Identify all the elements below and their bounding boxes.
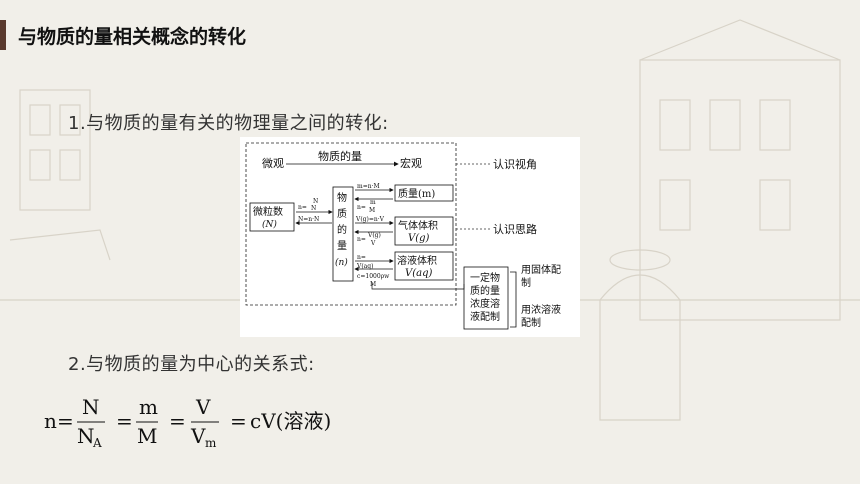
mass-frac-den: M [369, 207, 375, 214]
formula-eq-1: = [57, 409, 74, 433]
arrow-to-prep [371, 282, 465, 290]
method-1a: 用固体配 [521, 264, 561, 276]
prep-line-4: 液配制 [470, 310, 500, 323]
title-accent-bar [0, 20, 6, 50]
mass-frac-pre: n= [357, 204, 366, 211]
formula-eq-4: = [230, 409, 247, 433]
sol-frac-pre: n= [357, 254, 366, 261]
method-2a: 用浓溶液 [521, 303, 561, 316]
conversion-diagram: 微观 物质的量 宏观 认识视角 微粒数 (N) n= N N N=n·N 物 质… [240, 137, 580, 337]
gas-eq: V(g)=n·V [355, 216, 385, 223]
eq-N-nNA: N=n·N [298, 216, 319, 223]
eq-NA-den: N [311, 205, 316, 212]
title-bar: 与物质的量相关概念的转化 [0, 20, 246, 50]
formula-Vm: V [190, 424, 206, 448]
mass-frac-num: m [370, 199, 376, 206]
relation-formula: n = N N A = m M = V V m = cV(溶液) [44, 395, 331, 450]
gas-frac-num: V(g) [367, 232, 381, 239]
solution-box [394, 251, 454, 281]
page-title: 与物质的量相关概念的转化 [18, 25, 247, 48]
eq-n-N: n= [298, 204, 307, 211]
label-macro: 宏观 [400, 156, 422, 170]
gas-label-2: V(g) [408, 233, 430, 244]
gas-frac-pre: n= [357, 236, 366, 243]
note-view: 认识视角 [493, 157, 537, 171]
method-2b: 配制 [521, 316, 541, 329]
dashed-frame [245, 142, 457, 306]
section-2-label: 2.与物质的量为中心的关系式: [68, 354, 315, 375]
sol-eq2-den: M [370, 281, 376, 288]
formula-m: m [139, 395, 158, 419]
formula-eq-3: = [169, 409, 186, 433]
gas-frac-den: V [370, 240, 376, 247]
mass-label: 质量(m) [398, 188, 435, 200]
solution-label-2: V(aq) [405, 268, 432, 279]
prep-box [463, 266, 509, 330]
label-amount: 物质的量 [318, 149, 362, 163]
formula-NA-sub: A [92, 436, 102, 450]
formula-M: M [137, 424, 157, 448]
gas-label-1: 气体体积 [398, 219, 438, 232]
solution-label-1: 溶液体积 [397, 254, 437, 267]
formula-Vm-sub: m [205, 436, 217, 450]
formula-cV: cV(溶液) [250, 409, 331, 433]
center-3: 的 [337, 223, 347, 236]
formula-V: V [195, 395, 211, 419]
formula-eq-2: = [116, 409, 133, 433]
note-path: 认识思路 [493, 223, 537, 236]
sol-eq2: c=1000ρw [357, 273, 390, 280]
formula-n: n [44, 409, 57, 433]
particle-label: 微粒数 [253, 205, 283, 218]
center-4: 量 [337, 240, 347, 252]
sol-frac-den: V(aq) [356, 263, 373, 270]
center-2: 质 [337, 208, 347, 220]
eq-N-num: N [313, 198, 318, 205]
center-n: (n) [335, 257, 348, 268]
particle-box [249, 202, 295, 232]
methods-bracket [510, 271, 517, 328]
formula-NA: N [77, 424, 95, 448]
prep-line-2: 质的量 [470, 284, 500, 297]
center-1: 物 [337, 191, 347, 204]
formula-N: N [82, 395, 100, 419]
gas-box [394, 216, 454, 246]
amount-box [332, 186, 354, 282]
mass-box [394, 184, 454, 202]
method-1b: 制 [521, 276, 531, 289]
particle-symbol: (N) [262, 219, 277, 230]
section-1-label: 1.与物质的量有关的物理量之间的转化: [68, 113, 389, 134]
mass-eq: m=n·M [357, 183, 380, 190]
prep-line-3: 浓度溶 [470, 297, 500, 310]
label-micro: 微观 [262, 156, 284, 170]
prep-line-1: 一定物 [470, 271, 500, 284]
